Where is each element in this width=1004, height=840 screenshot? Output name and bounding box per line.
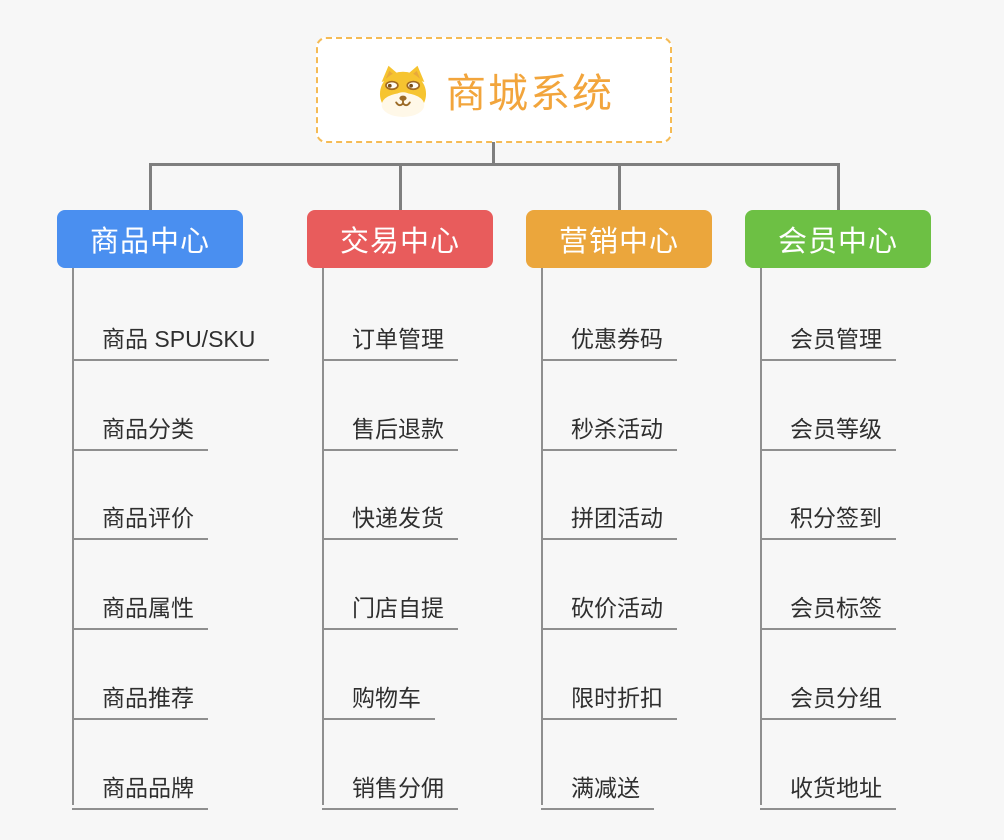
branch-label: 交易中心 [339,226,460,258]
leaf-label: 满减送 [571,775,640,802]
leaf-label: 优惠券码 [571,326,663,353]
leaf-label: 商品分类 [102,416,194,443]
leaf-label: 会员分组 [790,685,882,712]
trunk-line-members [760,268,762,805]
connector-drop-products [149,163,152,211]
leaf-label: 会员标签 [790,595,882,622]
leaf-item[interactable]: 积分签到 [760,495,896,540]
leaf-item[interactable]: 订单管理 [322,316,458,361]
leaf-item[interactable]: 购物车 [322,675,435,720]
leaf-item[interactable]: 限时折扣 [541,675,677,720]
leaf-label: 商品 SPU/SKU [102,326,256,353]
leaf-label: 秒杀活动 [571,416,663,443]
leaf-label: 限时折扣 [571,685,663,712]
root-node[interactable]: 商城系统 [316,37,672,143]
leaf-item[interactable]: 商品品牌 [72,765,208,810]
branch-label: 会员中心 [777,226,898,258]
trunk-line-trade [322,268,324,805]
leaf-item[interactable]: 砍价活动 [541,585,677,630]
connector-horizontal [149,163,840,166]
leaf-label: 收货地址 [790,775,882,802]
leaf-label: 售后退款 [352,416,444,443]
leaf-item[interactable]: 拼团活动 [541,495,677,540]
leaf-item[interactable]: 商品属性 [72,585,208,630]
leaf-item[interactable]: 秒杀活动 [541,406,677,451]
trunk-line-products [72,268,74,805]
leaf-label: 积分签到 [790,505,882,532]
leaf-item[interactable]: 会员等级 [760,406,896,451]
connector-drop-trade [399,163,402,211]
leaf-item[interactable]: 商品评价 [72,495,208,540]
branch-node-marketing[interactable]: 营销中心 [526,210,712,268]
branch-label: 商品中心 [89,226,210,258]
leaf-label: 商品评价 [102,505,194,532]
leaf-item[interactable]: 会员标签 [760,585,896,630]
leaf-label: 商品品牌 [102,775,194,802]
leaf-item[interactable]: 满减送 [541,765,654,810]
leaf-label: 会员管理 [790,326,882,353]
leaf-item[interactable]: 会员管理 [760,316,896,361]
leaf-item[interactable]: 商品 SPU/SKU [72,316,270,361]
leaf-label: 拼团活动 [571,505,663,532]
root-title: 商城系统 [446,72,614,116]
connector-drop-members [837,163,840,211]
leaf-item[interactable]: 会员分组 [760,675,896,720]
connector-root-stub [492,142,495,165]
leaf-item[interactable]: 售后退款 [322,406,458,451]
leaf-label: 商品属性 [102,595,194,622]
branch-node-trade[interactable]: 交易中心 [307,210,493,268]
trunk-line-marketing [541,268,543,805]
leaf-item[interactable]: 商品推荐 [72,675,208,720]
leaf-label: 快递发货 [352,505,444,532]
leaf-item[interactable]: 销售分佣 [322,765,458,810]
leaf-item[interactable]: 收货地址 [760,765,896,810]
doge-face-icon [379,65,427,117]
leaf-label: 砍价活动 [571,595,663,622]
connector-drop-marketing [618,163,621,211]
leaf-label: 购物车 [352,685,421,712]
leaf-item[interactable]: 商品分类 [72,406,208,451]
leaf-label: 订单管理 [352,326,444,353]
leaf-label: 商品推荐 [102,685,194,712]
leaf-label: 门店自提 [352,595,444,622]
leaf-item[interactable]: 快递发货 [322,495,458,540]
branch-label: 营销中心 [558,226,679,258]
leaf-label: 会员等级 [790,416,882,443]
branch-node-products[interactable]: 商品中心 [57,210,243,268]
leaf-item[interactable]: 优惠券码 [541,316,677,361]
branch-node-members[interactable]: 会员中心 [745,210,931,268]
leaf-label: 销售分佣 [352,775,444,802]
leaf-item[interactable]: 门店自提 [322,585,458,630]
